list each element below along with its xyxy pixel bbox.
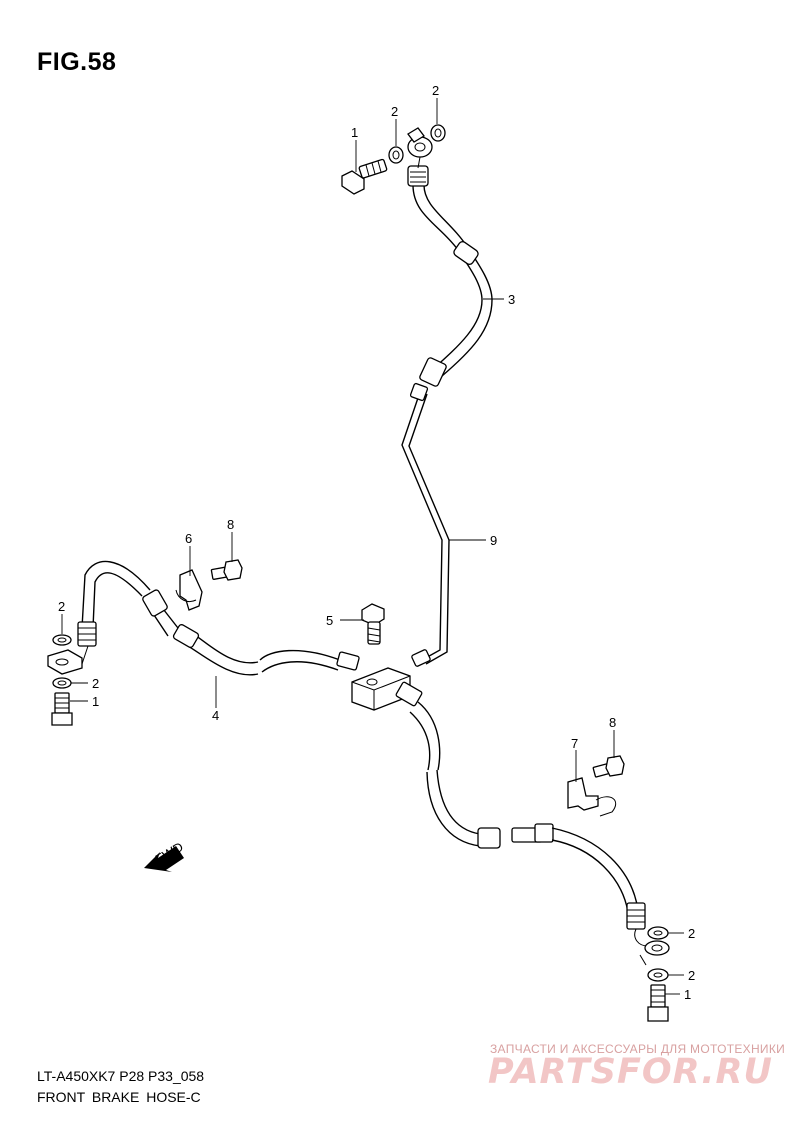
callout-7: 7 [571,736,578,751]
callout-2-top-left: 2 [391,104,398,119]
brake-hose-right[interactable] [395,681,646,930]
callout-6: 6 [185,531,192,546]
washer-right-lower [647,968,669,982]
washer-top-left [388,146,404,164]
union-bolt-left [51,692,73,726]
washer-top-right [430,124,446,142]
brake-hose-left[interactable] [77,560,360,676]
callout-2-left-upper: 2 [58,599,65,614]
fwd-arrow-icon: FWD [144,839,186,872]
washer-left-lower [52,677,72,689]
banjo-fitting-right [634,928,670,966]
model-code: LT-A450XK7 P28 P33_058 [37,1068,205,1084]
callout-2-top-right: 2 [432,83,439,98]
washer-left-upper [52,634,72,646]
brake-hose-upper[interactable] [407,165,493,387]
callout-1-right: 1 [684,987,691,1002]
washer-right-upper [647,926,669,940]
watermark-brand: PARTSFOR.RU [488,1052,773,1092]
callout-2-left-lower: 2 [92,676,99,691]
callout-numbers: 1 2 2 3 9 6 8 5 2 2 1 4 7 8 2 2 1 [58,83,695,1002]
banjo-fitting-top [407,127,433,169]
figure-name: FRONT BRAKE HOSE-C [37,1089,201,1105]
callout-3: 3 [508,292,515,307]
callout-1-top: 1 [351,125,358,140]
callout-1-left: 1 [92,694,99,709]
hose-clamp-right [567,777,617,817]
clamp-bolt-right [592,755,625,778]
callout-8-right: 8 [609,715,616,730]
callout-4: 4 [212,708,219,723]
callout-5: 5 [326,613,333,628]
callout-2-right-lower: 2 [688,968,695,983]
watermark-tagline: ЗАПЧАСТИ И АКСЕССУАРЫ ДЛЯ МОТОТЕХНИКИ [490,1042,786,1056]
hose-clamp-left [175,569,203,611]
banjo-fitting-left [47,645,89,675]
brake-pipe[interactable] [401,382,450,667]
union-bolt-top [341,158,388,195]
union-bolt-right [647,984,669,1022]
three-way-joint [351,667,411,711]
figure-title: FIG.58 [37,48,117,76]
callout-8-left: 8 [227,517,234,532]
clamp-bolt-left [210,559,243,581]
joint-bolt [361,603,385,645]
callout-9: 9 [490,533,497,548]
leader-lines [61,98,684,995]
callout-2-right-upper: 2 [688,926,695,941]
